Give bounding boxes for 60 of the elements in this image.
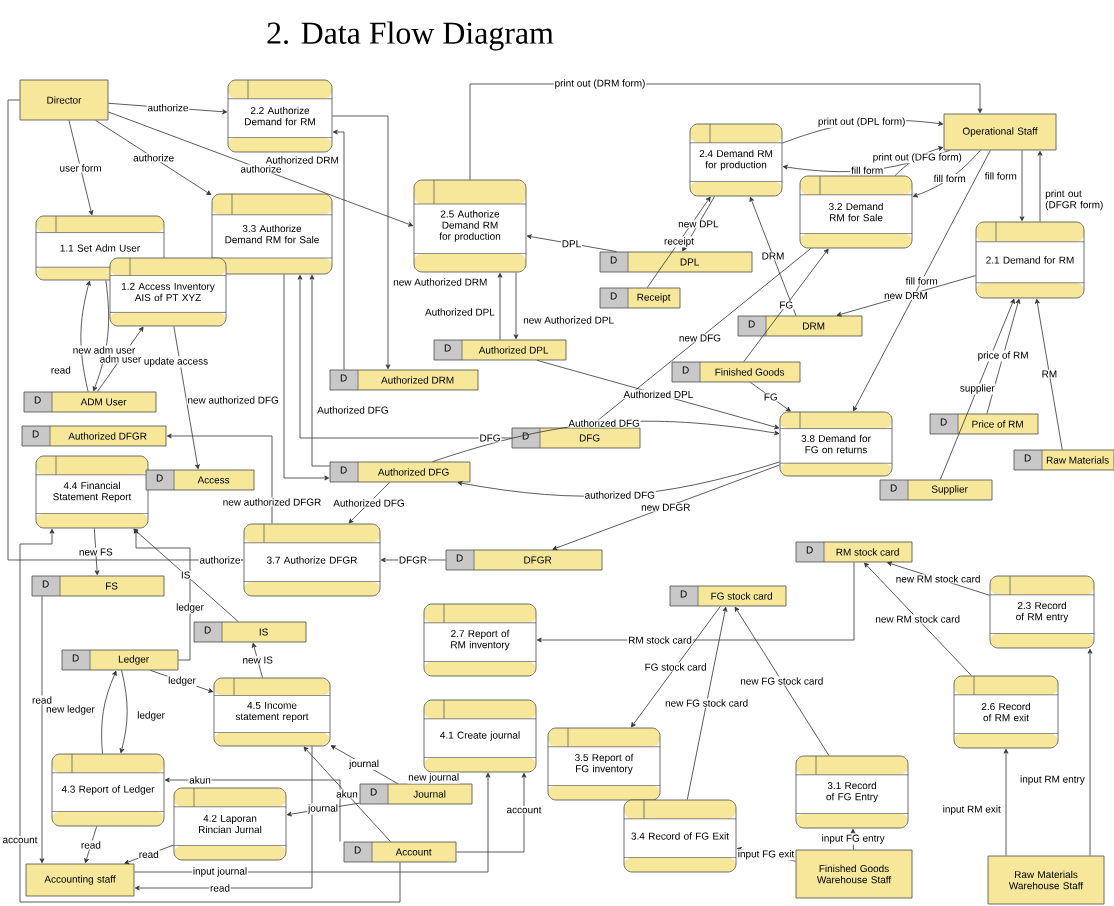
arrow (119, 670, 128, 754)
arrow (303, 746, 391, 842)
arrow (96, 326, 144, 392)
arrow (743, 248, 829, 362)
arrow (134, 746, 313, 891)
arrow (166, 433, 273, 524)
arrow (330, 745, 399, 784)
arrow (456, 772, 527, 853)
arrow (68, 120, 94, 216)
arrow (380, 557, 446, 563)
arrow (297, 274, 512, 439)
arrow (283, 274, 330, 481)
arrow (19, 528, 401, 903)
arrow (646, 196, 711, 288)
arrow (108, 102, 228, 115)
arrow (749, 196, 797, 316)
arrow (286, 802, 360, 817)
arrow (93, 528, 100, 576)
arrow (150, 670, 214, 693)
arrow (1003, 748, 1009, 856)
arrow (526, 234, 617, 252)
arrow (133, 528, 239, 622)
arrow (497, 272, 503, 340)
arrow (309, 274, 330, 467)
arrow (734, 606, 830, 756)
arrow (536, 360, 780, 430)
arrow (513, 272, 519, 340)
arrow (836, 275, 976, 317)
arrow (1019, 150, 1025, 222)
arrow (84, 826, 98, 864)
arrow (108, 111, 414, 227)
arrow (986, 298, 1021, 414)
arrow (332, 129, 345, 370)
arrow (133, 528, 191, 661)
arrow (92, 280, 110, 392)
arrow (164, 777, 341, 842)
arrow (750, 382, 791, 412)
title: 2. Data Flow Diagram (267, 21, 554, 51)
arrow (39, 596, 45, 864)
arrow (251, 642, 263, 678)
arrow (552, 464, 780, 551)
arrow (134, 772, 491, 873)
arrow (1034, 298, 1063, 450)
arrow (1037, 150, 1043, 222)
arrow (912, 150, 981, 198)
arrow (332, 115, 391, 370)
arrow (80, 280, 91, 392)
arrow (631, 606, 721, 728)
arrow (939, 298, 1015, 480)
arrow (1087, 648, 1093, 856)
arrow (101, 670, 117, 754)
arrow (682, 196, 715, 252)
arrow (686, 606, 728, 800)
arrow (853, 150, 991, 412)
arrow (348, 482, 390, 524)
arrow (124, 844, 174, 865)
arrow (850, 828, 856, 850)
arrow (95, 120, 212, 196)
arrow (864, 562, 972, 676)
arrow (173, 326, 200, 470)
